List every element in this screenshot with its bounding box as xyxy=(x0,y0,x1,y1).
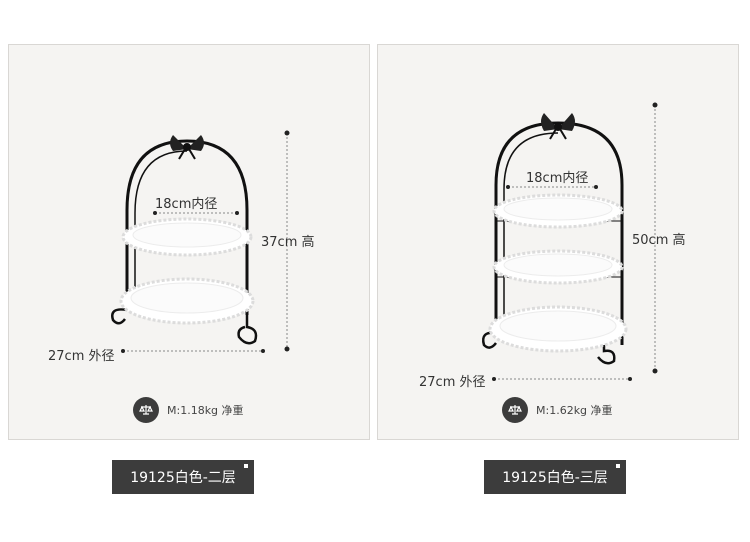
weight-info: M:1.18kg 净重 xyxy=(133,397,244,423)
option-tag-two-tier[interactable]: 19125白色-二层 xyxy=(112,460,254,494)
plate-upper xyxy=(121,217,253,257)
inner-diameter-label: 18cm内径 xyxy=(526,171,589,186)
plate-middle xyxy=(492,249,624,285)
product-panel-two-tier: 18cm内径 37cm 高 27cm 外径 M:1.18kg 净重 xyxy=(8,44,370,440)
two-tier-stand-illustration xyxy=(111,130,290,353)
plate-bottom xyxy=(488,305,628,353)
weight-label: M:1.62kg 净重 xyxy=(536,404,613,417)
plate-top xyxy=(492,193,624,229)
bow-icon xyxy=(170,135,204,160)
scale-icon xyxy=(133,397,159,423)
product-panel-three-tier: 18cm内径 50cm 高 27cm 外径 M:1.62kg 净重 xyxy=(377,44,739,440)
tag-corner-dot xyxy=(616,464,620,468)
option-tag-label: 19125白色-二层 xyxy=(130,470,236,486)
inner-diameter-label: 18cm内径 xyxy=(155,197,218,212)
outer-diameter-label: 27cm 外径 xyxy=(48,349,115,364)
option-tag-label: 19125白色-三层 xyxy=(502,470,608,486)
height-label: 50cm 高 xyxy=(632,233,686,248)
weight-info: M:1.62kg 净重 xyxy=(502,397,613,423)
option-tag-three-tier[interactable]: 19125白色-三层 xyxy=(484,460,626,494)
bow-icon xyxy=(541,113,575,140)
plate-lower xyxy=(119,277,255,325)
height-label: 37cm 高 xyxy=(261,235,315,250)
outer-diameter-label: 27cm 外径 xyxy=(419,375,486,390)
weight-label: M:1.18kg 净重 xyxy=(167,404,244,417)
tag-corner-dot xyxy=(244,464,248,468)
three-tier-stand-illustration xyxy=(482,102,658,381)
scale-icon xyxy=(502,397,528,423)
